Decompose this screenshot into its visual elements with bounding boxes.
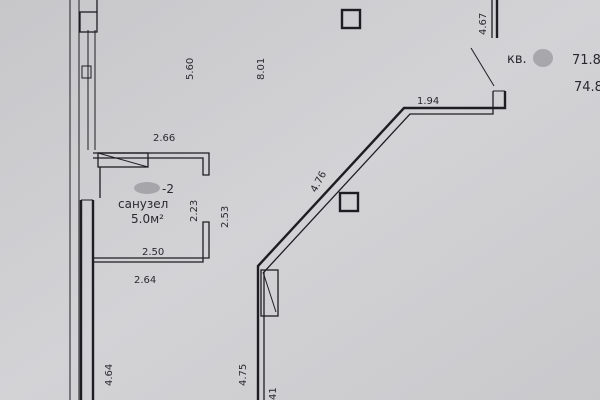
apartment-area-2: 74.8: [574, 80, 600, 95]
dim-266: 2.66: [153, 133, 175, 144]
blur-patch-apartment: [533, 49, 553, 67]
bathroom-walls: [93, 152, 210, 263]
dim-801: 8.01: [256, 58, 267, 80]
dim-464: 4.64: [104, 364, 115, 386]
top-left-fixture: [79, 0, 98, 79]
top-right-wall: [491, 0, 499, 38]
column-middle: [338, 191, 360, 213]
apartment-label: кв.: [507, 52, 527, 67]
dim-223: 2.23: [189, 200, 200, 222]
dim-264: 2.64: [134, 275, 156, 286]
dim-475: 4.75: [238, 364, 249, 386]
bathroom-name: санузел: [118, 197, 168, 211]
bathroom-area: 5.0м²: [131, 212, 164, 226]
vent-box: [260, 269, 279, 317]
bathroom-number-suffix: -2: [162, 182, 174, 196]
dim-250: 2.50: [142, 247, 164, 258]
column-top: [340, 8, 362, 30]
left-wall: [69, 0, 96, 400]
dim-194: 1.94: [417, 96, 439, 107]
dim-467: 4.67: [478, 13, 489, 35]
apartment-area-1: 71.8: [572, 53, 600, 68]
dim-253: 2.53: [220, 206, 231, 228]
blur-patch-room: [134, 182, 160, 194]
dim-41: 41: [268, 387, 279, 400]
dim-560: 5.60: [185, 58, 196, 80]
diagonal-wall: [256, 47, 507, 400]
